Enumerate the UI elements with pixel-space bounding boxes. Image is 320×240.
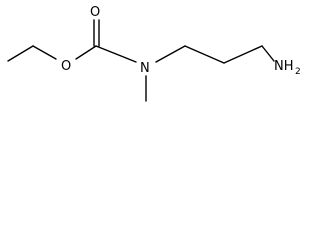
- chemical-structure: O O N NH 2: [7, 5, 301, 102]
- bond-ch2-ester-oxygen: [32, 45, 57, 60]
- bond-ch2-ch2-amine: [223, 45, 263, 64]
- ester-oxygen-label: O: [61, 59, 71, 74]
- bond-ch2-ch2: [184, 45, 225, 64]
- amine-subscript: 2: [295, 67, 301, 77]
- bond-nitrogen-ch2: [155, 45, 186, 63]
- bond-methyl-ch2: [7, 45, 34, 62]
- bond-ch2-amine: [261, 45, 275, 62]
- nitrogen-label: N: [140, 61, 150, 76]
- bond-ester-oxygen-carbonyl: [75, 45, 97, 60]
- bond-carbonyl-nitrogen: [95, 45, 137, 63]
- amine-label: NH: [274, 59, 294, 74]
- carbonyl-oxygen-label: O: [90, 5, 100, 20]
